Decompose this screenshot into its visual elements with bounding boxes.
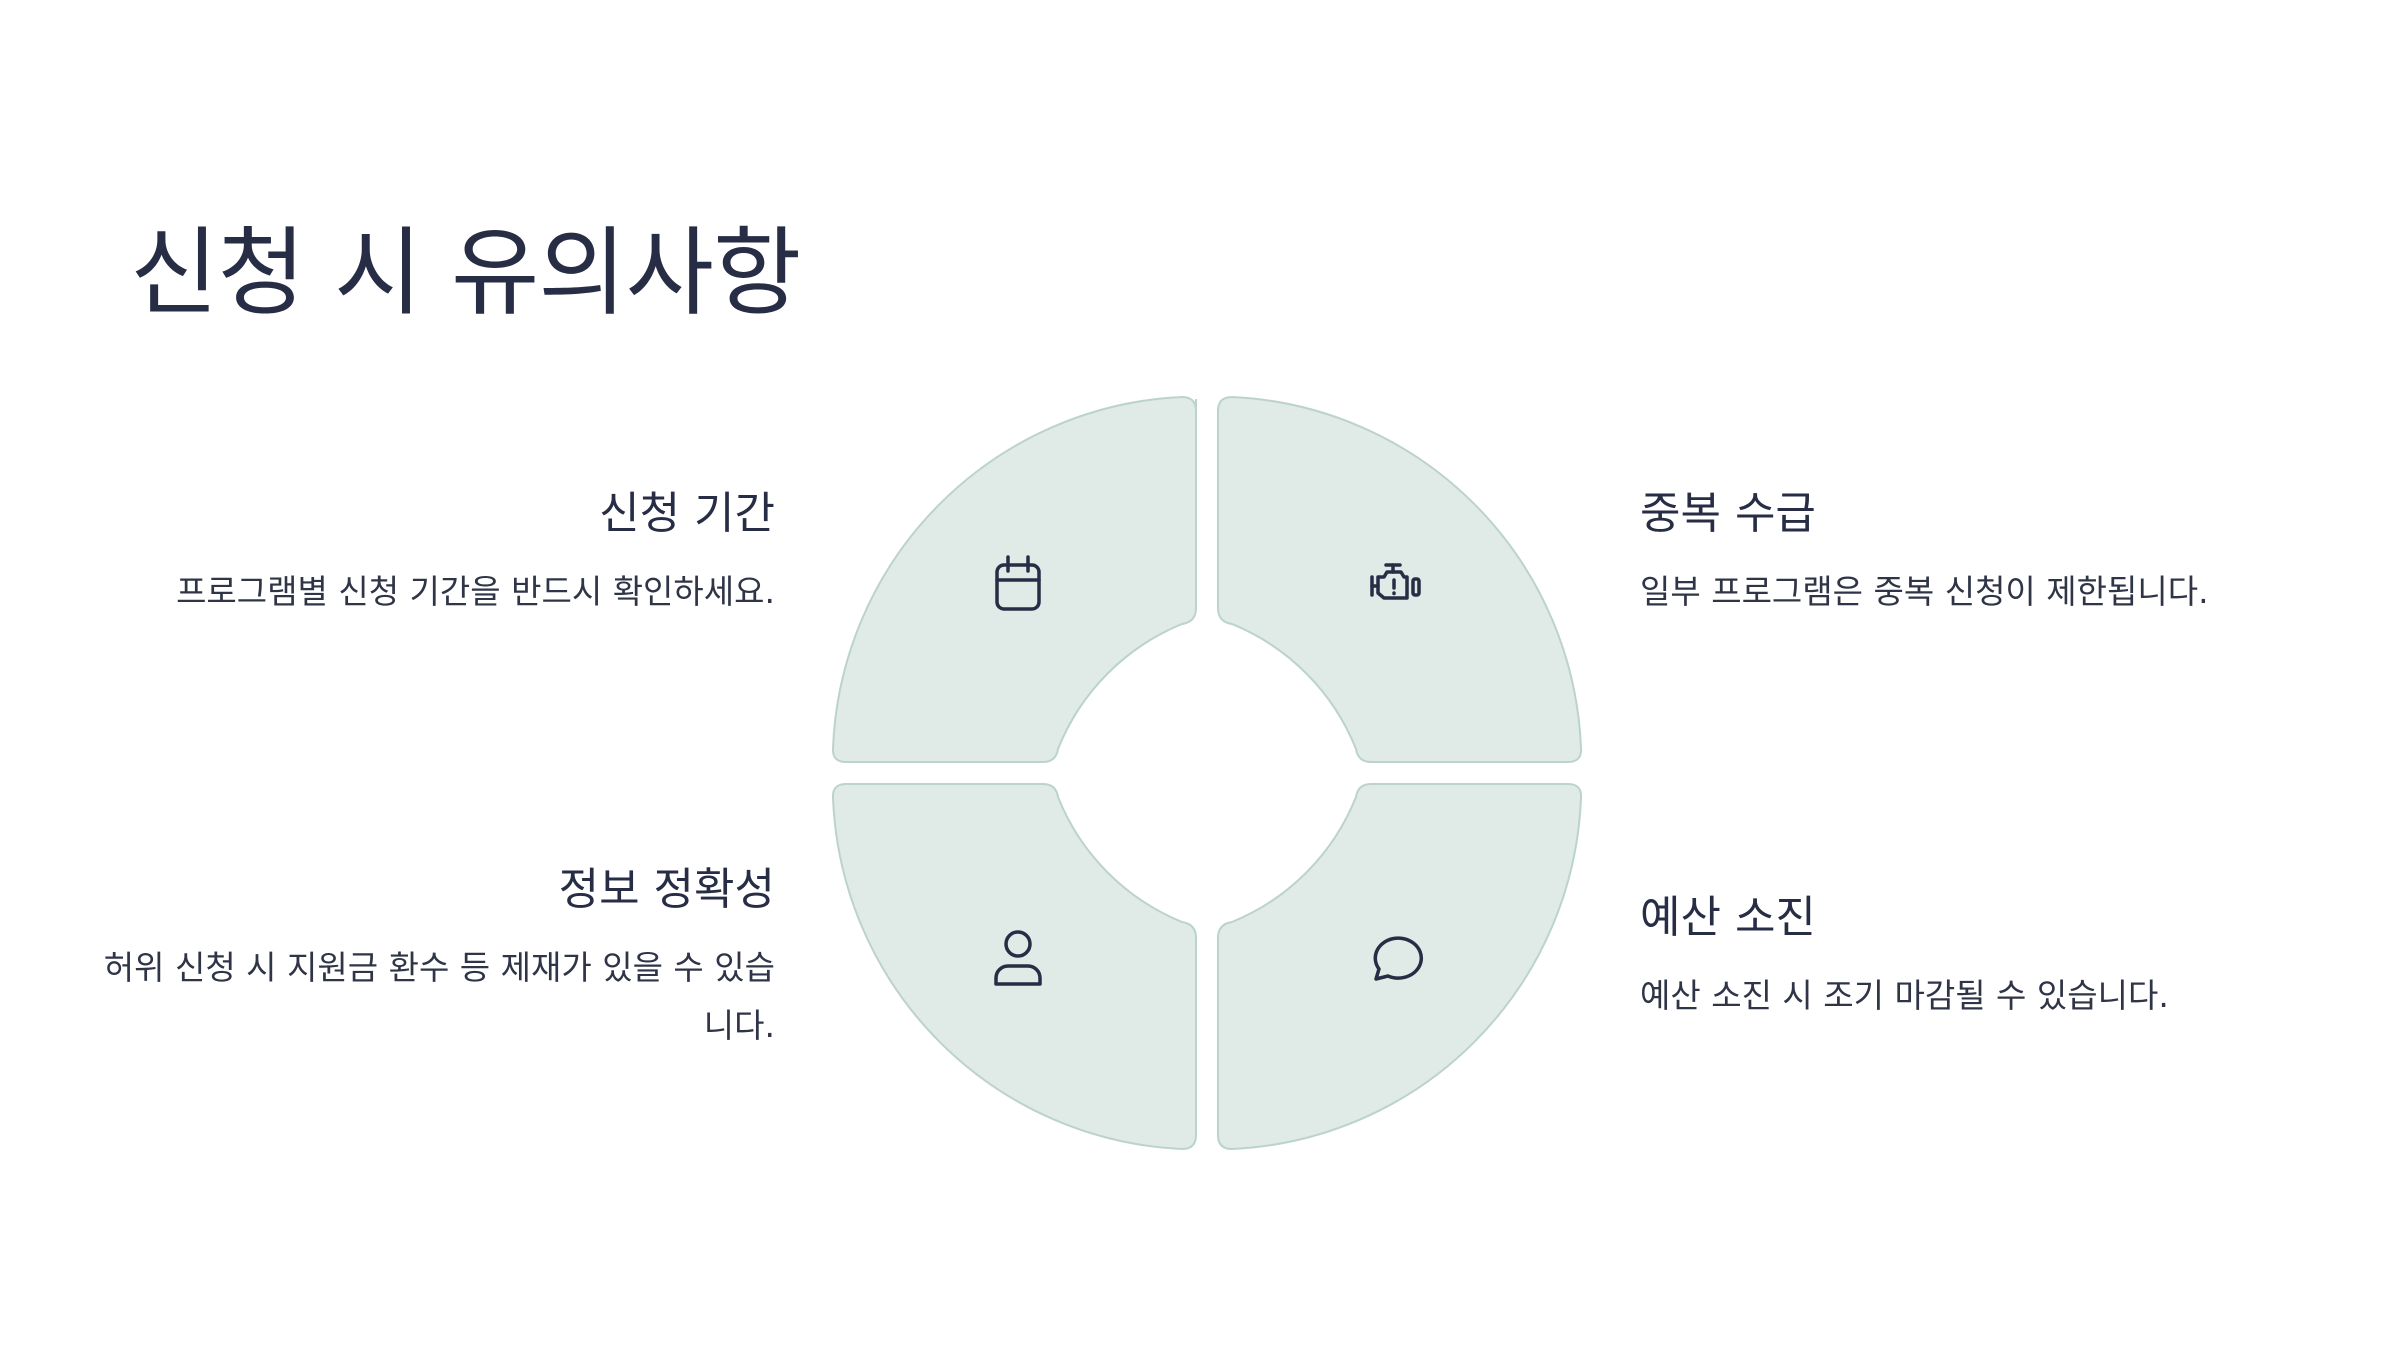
item-budget-description: 예산 소진 시 조기 마감될 수 있습니다. [1640,975,2169,1015]
item-period-title: 신청 기간 [599,488,775,539]
slide-title: 신청 시 유의사항 [130,217,801,329]
item-budget-title: 예산 소진 [1640,892,1816,943]
chat-bubble-icon [1373,936,1424,981]
item-period-description: 프로그램별 신청 기간을 반드시 확인하세요. [176,571,775,611]
calendar-icon [995,555,1041,611]
engine-warning-icon [1370,563,1421,600]
item-accuracy-title: 정보 정확성 [558,864,775,915]
item-accuracy-description: 허위 신청 시 지원금 환수 등 제재가 있을 수 있습니다. [103,947,775,1045]
segment-top-right [1217,395,1583,763]
item-duplicate-description: 일부 프로그램은 중복 신청이 제한됩니다. [1640,571,2209,611]
item-duplicate: 중복 수급 일부 프로그램은 중복 신청이 제한됩니다. [1640,488,2320,621]
segment-bottom-right [1217,783,1583,1151]
item-duplicate-title: 중복 수급 [1640,488,1816,539]
item-period: 신청 기간 프로그램별 신청 기간을 반드시 확인하세요. [95,488,775,621]
user-icon [994,930,1042,986]
item-budget: 예산 소진 예산 소진 시 조기 마감될 수 있습니다. [1640,892,2320,1025]
item-accuracy: 정보 정확성 허위 신청 시 지원금 환수 등 제재가 있을 수 있습니다. [95,864,775,1055]
